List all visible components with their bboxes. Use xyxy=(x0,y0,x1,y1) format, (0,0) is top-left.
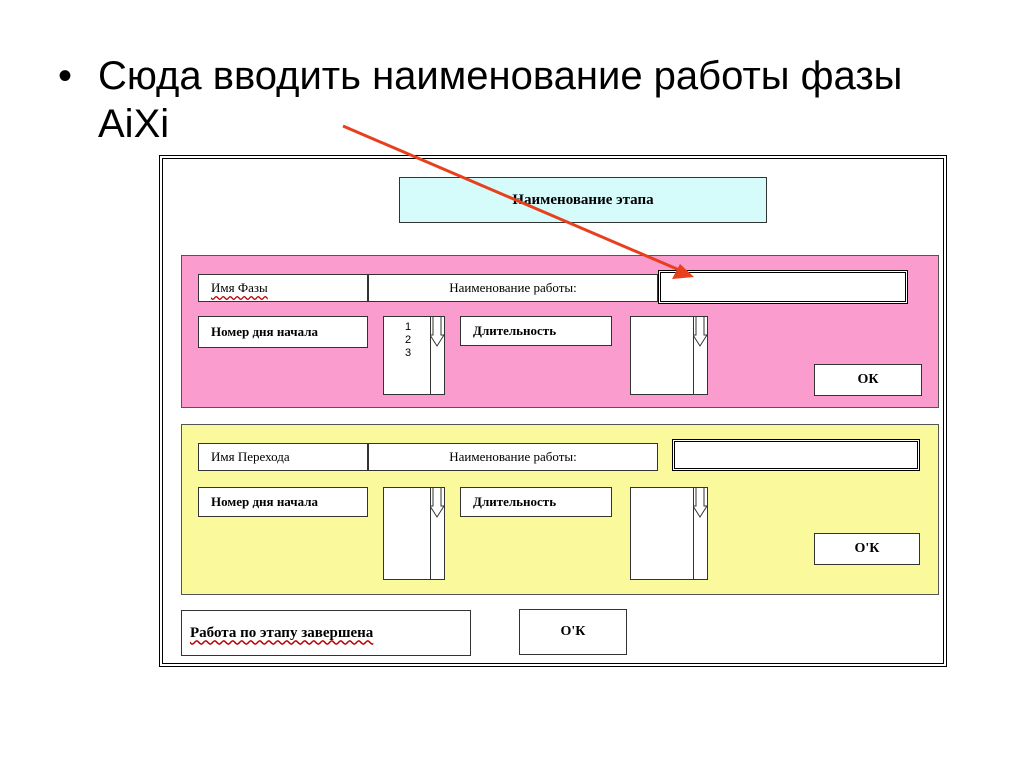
start-day-option[interactable]: 3 xyxy=(404,347,412,359)
scroll-track[interactable] xyxy=(693,488,707,579)
transition-duration-label: Длительность xyxy=(460,487,612,517)
transition-work-name-label: Наименование работы: xyxy=(368,443,658,471)
transition-start-day-spinner[interactable] xyxy=(383,487,445,580)
start-day-option[interactable]: 2 xyxy=(404,334,412,346)
scroll-track[interactable] xyxy=(430,488,444,579)
transition-duration-spinner[interactable] xyxy=(630,487,708,580)
chevron-down-icon[interactable] xyxy=(693,488,707,518)
stage-name-header: Наименование этапа xyxy=(399,177,767,223)
scroll-track[interactable] xyxy=(693,317,707,394)
transition-ok-button[interactable]: О'К xyxy=(814,533,920,565)
phase-name-label: Имя Фазы xyxy=(198,274,368,302)
slide-title: • Сюда вводить наименование работы фазы … xyxy=(58,52,958,148)
phase-work-name-input[interactable] xyxy=(658,270,908,304)
scroll-track[interactable] xyxy=(430,317,444,394)
phase-start-day-label: Номер дня начала xyxy=(198,316,368,348)
title-text: Сюда вводить наименование работы фазы Ai… xyxy=(98,54,903,146)
phase-ok-button[interactable]: ОК xyxy=(814,364,922,396)
phase-panel: Имя Фазы Наименование работы: Номер дня … xyxy=(181,255,939,408)
transition-panel: Имя Перехода Наименование работы: Номер … xyxy=(181,424,939,595)
stage-finished-ok-button[interactable]: О'К xyxy=(519,609,627,655)
start-day-options: 1 2 3 xyxy=(390,321,426,360)
chevron-down-icon[interactable] xyxy=(693,317,707,347)
phase-duration-spinner[interactable] xyxy=(630,316,708,395)
stage-form: Наименование этапа Имя Фазы Наименование… xyxy=(159,155,947,667)
phase-start-day-spinner[interactable]: 1 2 3 xyxy=(383,316,445,395)
chevron-down-icon[interactable] xyxy=(430,317,444,347)
bullet: • xyxy=(58,54,73,98)
stage-finished-label: Работа по этапу завершена xyxy=(181,610,471,656)
transition-work-name-input[interactable] xyxy=(672,439,920,471)
chevron-down-icon[interactable] xyxy=(430,488,444,518)
transition-name-label: Имя Перехода xyxy=(198,443,368,471)
phase-duration-label: Длительность xyxy=(460,316,612,346)
start-day-option[interactable]: 1 xyxy=(404,321,412,333)
transition-start-day-label: Номер дня начала xyxy=(198,487,368,517)
phase-work-name-label: Наименование работы: xyxy=(368,274,658,302)
